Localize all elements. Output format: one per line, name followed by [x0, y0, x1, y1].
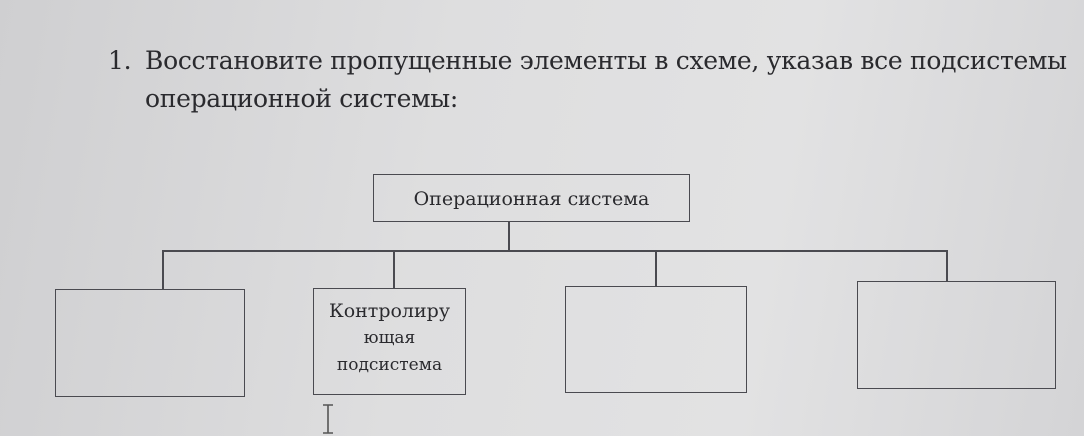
connector-child-2 — [393, 250, 395, 288]
label-line: Контролиру — [329, 300, 450, 322]
connector-child-1 — [162, 250, 164, 289]
control-subsystem-box — [313, 288, 466, 395]
question-line-2: операционной системы: — [145, 84, 458, 113]
question-line-1: Восстановите пропущенные элементы в схем… — [145, 46, 1067, 75]
label-line: подсистема — [336, 355, 443, 375]
empty-box-3[interactable] — [565, 286, 747, 393]
label-line: ющая — [363, 328, 416, 348]
connector-root — [508, 221, 510, 250]
empty-box-4[interactable] — [857, 281, 1056, 389]
empty-box-1[interactable] — [55, 289, 245, 397]
connector-child-3 — [655, 250, 657, 286]
control-subsystem-label: Контролиру ющая подсистема — [313, 298, 466, 379]
root-label: Операционная система — [413, 188, 650, 210]
connector-horizontal — [162, 250, 947, 252]
question-number: 1. — [108, 46, 132, 75]
connector-child-4 — [946, 250, 948, 281]
root-box — [373, 174, 690, 222]
text-cursor-icon — [323, 404, 333, 434]
